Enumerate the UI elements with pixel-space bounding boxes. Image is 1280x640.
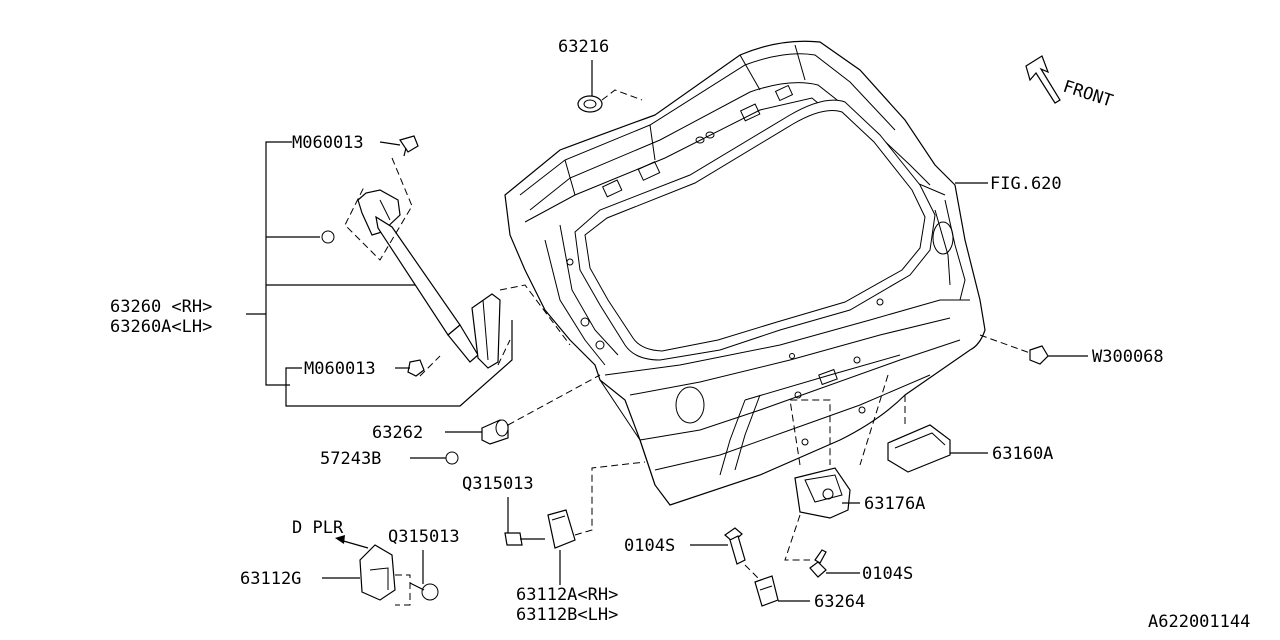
diagram-id: A622001144 bbox=[1148, 612, 1250, 632]
label-63112b: 63112B<LH> bbox=[516, 605, 618, 625]
label-q315013-a: Q315013 bbox=[462, 474, 534, 494]
label-w300068: W300068 bbox=[1092, 347, 1164, 367]
gas-strut-assembly bbox=[321, 135, 571, 377]
label-63112g: 63112G bbox=[240, 569, 301, 589]
label-0104s-a: 0104S bbox=[624, 536, 675, 556]
label-63260a: 63260A<LH> bbox=[110, 317, 212, 337]
label-m060013-top: M060013 bbox=[292, 133, 364, 153]
label-63176a: 63176A bbox=[864, 494, 925, 514]
label-q315013-b: Q315013 bbox=[388, 527, 460, 547]
lamp-63160a bbox=[887, 395, 951, 473]
label-63262: 63262 bbox=[372, 423, 423, 443]
cushion-63112g bbox=[335, 535, 439, 606]
bumper-63112a bbox=[504, 461, 646, 549]
leader-lines bbox=[246, 141, 1088, 602]
striker-63264 bbox=[754, 575, 779, 607]
nut-w300068 bbox=[979, 334, 1049, 365]
label-m060013-bottom: M060013 bbox=[304, 359, 376, 379]
stopper-63262 bbox=[481, 374, 601, 445]
back-door-panel bbox=[504, 40, 986, 506]
label-0104s-b: 0104S bbox=[862, 564, 913, 584]
label-63264: 63264 bbox=[814, 592, 865, 612]
label-63112a: 63112A<RH> bbox=[516, 585, 618, 605]
front-arrow-icon bbox=[1025, 55, 1061, 104]
label-63260: 63260 <RH> bbox=[110, 297, 212, 317]
part-labels: 63216 M060013 FIG.620 FRONT 63260 <RH> 6… bbox=[110, 37, 1250, 632]
bolt-0104s-right bbox=[809, 549, 827, 578]
grommet-63216 bbox=[577, 60, 643, 113]
label-front: FRONT bbox=[1060, 77, 1115, 112]
label-57243b: 57243B bbox=[320, 449, 381, 469]
label-63216: 63216 bbox=[558, 37, 609, 57]
label-fig620: FIG.620 bbox=[990, 174, 1062, 194]
ring-57243b bbox=[445, 451, 459, 465]
label-d-plr: D PLR bbox=[292, 518, 344, 538]
label-63160a: 63160A bbox=[992, 444, 1053, 464]
bolt-0104s-left bbox=[724, 527, 761, 581]
latch-63176a bbox=[784, 374, 889, 561]
